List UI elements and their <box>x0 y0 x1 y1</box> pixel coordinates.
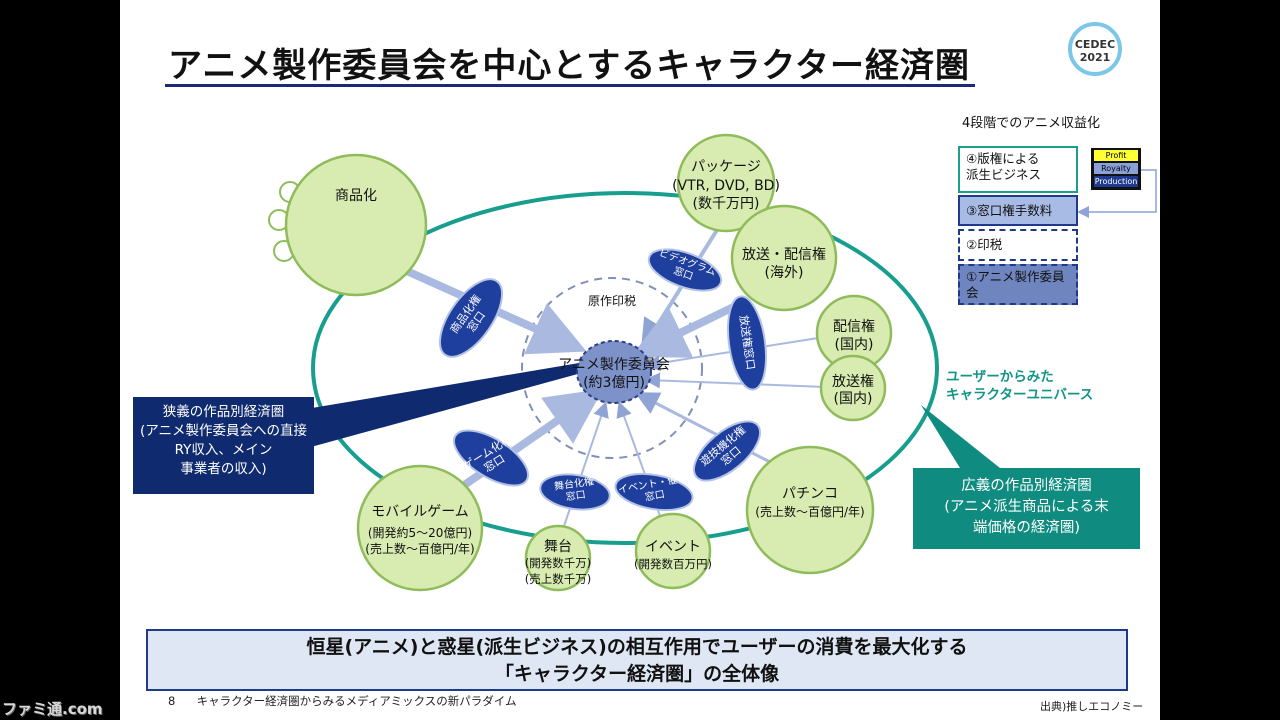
user-universe-orbit <box>311 191 939 545</box>
planet-event <box>634 512 712 590</box>
legend-tier-1: ①アニメ製作委員会 ロイヤリティ <box>958 264 1078 305</box>
source-citation: 出典)推しエコノミー <box>1040 700 1144 713</box>
package-line2: (VTR, DVD, BD) <box>672 178 780 194</box>
site-watermark: ファミ通.com <box>2 700 103 718</box>
logo-line2: 2021 <box>1079 51 1111 64</box>
broadcast-overseas-line2: (海外) <box>764 265 804 281</box>
legend-mini-profit <box>1094 150 1138 161</box>
arrow-stage <box>561 401 609 533</box>
legend-connector <box>1077 169 1157 218</box>
window-game <box>452 429 530 487</box>
legend-tier-2: ②印税 <box>958 229 1078 261</box>
planet-merch-label: 商品化 <box>335 188 377 204</box>
window-merch <box>438 278 504 358</box>
package-line1: パッケージ <box>691 159 761 175</box>
narrow-economy-callout: 狭義の作品別経済圏 (アニメ製作委員会への直接RY収入、メイン 事業者の収入) <box>133 397 314 494</box>
page-number: 8 <box>168 694 176 708</box>
cedec-logo: CEDEC 2021 <box>1068 22 1122 76</box>
broadcast-domestic-line1: 放送権 <box>832 374 874 390</box>
planet-broadcast-overseas <box>730 204 838 312</box>
broadcast-domestic-line2: (国内) <box>833 391 873 407</box>
legend-title: 4段階でのアニメ収益化 <box>962 116 1101 131</box>
pachinko-line2: (売上数～百億円/年) <box>755 505 865 519</box>
legend-mini-profit-label: Profit <box>1105 151 1127 160</box>
window-broadcast <box>727 295 767 391</box>
center-line1: アニメ製作委員会 <box>558 357 670 373</box>
wide-economy-text: 広義の作品別経済圏 (アニメ派生商品による末 端価格の経済圏) <box>944 478 1109 536</box>
legend-tier-3: ③窓口権手数料 <box>958 195 1078 226</box>
narrow-box-pointer <box>300 362 585 450</box>
planet-broadcast-domestic <box>819 354 887 422</box>
royalty-circle-label: 原作印税 <box>587 294 636 308</box>
royalty-dashed-circle <box>521 277 703 459</box>
wide-economy-callout: 広義の作品別経済圏 (アニメ派生商品による末 端価格の経済圏) <box>913 468 1140 549</box>
window-pachinko <box>693 420 761 482</box>
stage-line3: (売上数千万) <box>524 572 592 586</box>
legend-mini-production-label: Production <box>1094 177 1138 186</box>
title-underline <box>165 84 975 87</box>
planet-stage <box>524 524 592 592</box>
mobile-game-line3: (売上数～百億円/年) <box>365 542 475 556</box>
slide-footer: 8 キャラクター経済圏からみるメディアミックスの新パラダイム <box>168 693 517 709</box>
stage-line1: 舞台 <box>544 539 572 555</box>
production-committee-core <box>576 340 652 404</box>
mobile-game-line2: (開発約5～20億円) <box>367 526 473 540</box>
window-event <box>614 472 694 512</box>
wide-box-pointer <box>921 405 1000 468</box>
arrow-event <box>616 401 666 531</box>
mobile-game-line1: モバイルゲーム <box>371 504 469 520</box>
summary-banner: 恒星(アニメ)と惑星(派生ビジネス)の相互作用でユーザーの消費を最大化する 「キ… <box>146 629 1128 691</box>
center-line2: (約3億円) <box>583 375 645 391</box>
event-line1: イベント <box>645 539 701 555</box>
arrow-broadcast-domestic <box>644 372 826 389</box>
user-universe-label: ユーザーからみた キャラクターユニバース <box>946 369 1094 403</box>
package-line3: (数千万円) <box>692 196 760 212</box>
event-line2: (開発数百万円) <box>634 557 712 571</box>
legend-mini-royalty-label: Royalty <box>1101 164 1131 173</box>
stage-line2: (開発数千万) <box>524 556 592 570</box>
legend-tier-4: ④版権による 派生ビジネス <box>958 146 1078 193</box>
streaming-domestic-line1: 配信権 <box>833 319 875 335</box>
planet-package <box>676 133 776 233</box>
legend-mini-royalty <box>1094 163 1138 174</box>
banner-line1: 恒星(アニメ)と惑星(派生ビジネス)の相互作用でユーザーの消費を最大化する <box>306 636 968 658</box>
streaming-domestic-line2: (国内) <box>834 337 874 353</box>
banner-line2: 「キャラクター経済圏」の全体像 <box>494 663 780 685</box>
narrow-economy-text: 狭義の作品別経済圏 (アニメ製作委員会への直接RY収入、メイン 事業者の収入) <box>140 404 307 477</box>
pachinko-line1: パチンコ <box>782 486 838 502</box>
window-video <box>647 248 723 292</box>
footer-title: キャラクター経済圏からみるメディアミックスの新パラダイム <box>196 694 517 708</box>
window-stage <box>539 473 611 511</box>
broadcast-overseas-line1: 放送・配信権 <box>742 247 826 263</box>
slide-title: アニメ製作委員会を中心とするキャラクター経済圏 <box>168 46 970 86</box>
logo-line1: CEDEC <box>1074 38 1116 51</box>
planet-mobile-game <box>356 464 484 592</box>
planet-merch <box>284 153 428 297</box>
legend-mini-production <box>1094 176 1138 187</box>
planet-pachinko <box>745 445 875 575</box>
